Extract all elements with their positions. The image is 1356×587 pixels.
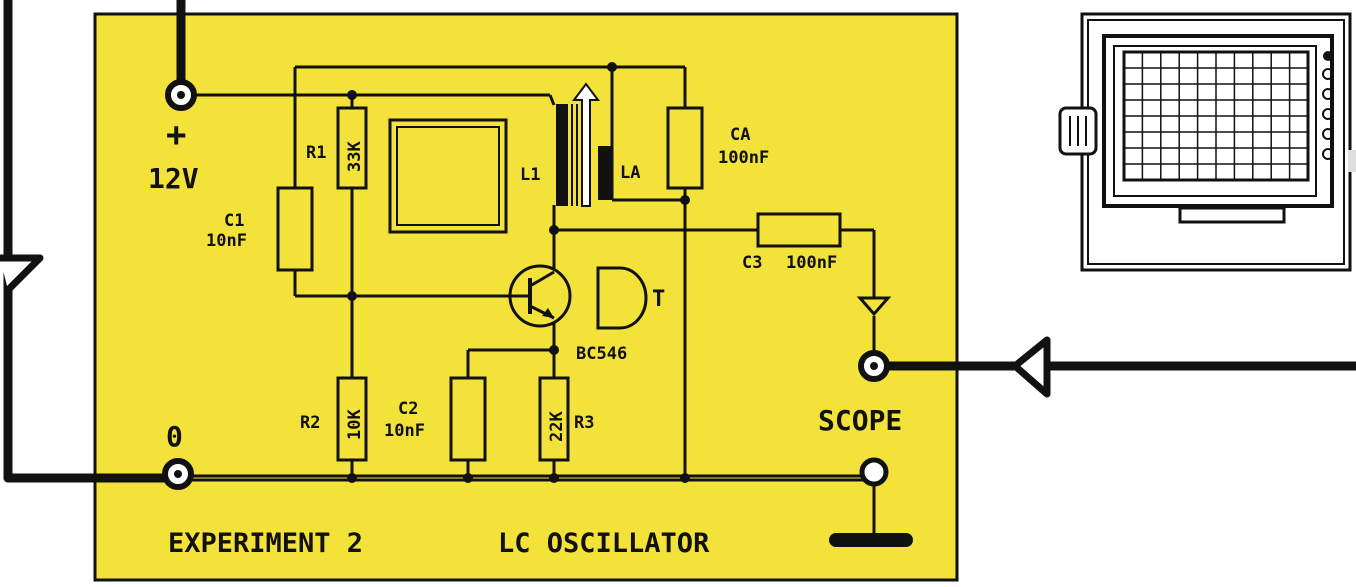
ca-name-label: CA <box>730 125 750 145</box>
external-wires <box>0 0 1356 483</box>
c1-value-label: 10nF <box>206 231 247 251</box>
resistor-r2 <box>336 376 368 462</box>
capacitor-ca <box>666 106 704 190</box>
resistor-r3 <box>538 376 570 462</box>
probe-arrow-icon <box>0 254 44 293</box>
supply-plus-label: + <box>166 115 186 155</box>
experiment-subtitle: LC OSCILLATOR <box>498 528 710 559</box>
c2-name-label: C2 <box>398 399 418 419</box>
capacitor-c1 <box>276 186 314 272</box>
transistor-name-label: BC546 <box>576 344 627 364</box>
ground-terminal-label: 0 <box>166 420 183 453</box>
r3-value-label: 22K <box>547 411 567 442</box>
c1-name-label: C1 <box>224 211 244 231</box>
scope-probe-arrow-icon <box>856 296 892 317</box>
inductor-la <box>598 146 612 200</box>
transformer-core-icon <box>388 118 508 234</box>
c2-value-label: 10nF <box>384 421 425 441</box>
oscilloscope-icon <box>1058 12 1356 272</box>
experiment-title: EXPERIMENT 2 <box>168 528 363 559</box>
transistor-icon <box>508 264 572 328</box>
r2-value-label: 10K <box>345 409 365 440</box>
capacitor-c2 <box>449 376 487 462</box>
scope-terminal-label: SCOPE <box>818 404 902 437</box>
r3-name-label: R3 <box>574 413 594 433</box>
l1-name-label: L1 <box>520 165 540 185</box>
transistor-pinout-icon <box>596 266 648 330</box>
inductor-l1 <box>556 82 600 207</box>
circuit-wires <box>178 65 876 534</box>
supply-voltage-label: 12V <box>148 162 199 195</box>
capacitor-c3 <box>756 212 842 248</box>
transistor-pin-label: T <box>652 287 665 312</box>
scope-lead-arrow-icon <box>1011 336 1051 398</box>
c3-name-label: C3 <box>742 253 762 273</box>
junction-dots <box>347 62 690 483</box>
r2-name-label: R2 <box>300 413 320 433</box>
resistor-r1 <box>336 106 368 190</box>
terminal-ground[interactable] <box>162 458 194 490</box>
la-name-label: LA <box>620 163 640 183</box>
r1-value-label: 33K <box>345 141 365 172</box>
ca-value-label: 100nF <box>718 148 769 168</box>
c3-value-label: 100nF <box>786 253 837 273</box>
terminal-scope[interactable] <box>858 350 890 382</box>
r1-name-label: R1 <box>306 143 326 163</box>
terminal-12v[interactable] <box>165 79 197 111</box>
terminal-scope-ground[interactable] <box>859 457 889 487</box>
